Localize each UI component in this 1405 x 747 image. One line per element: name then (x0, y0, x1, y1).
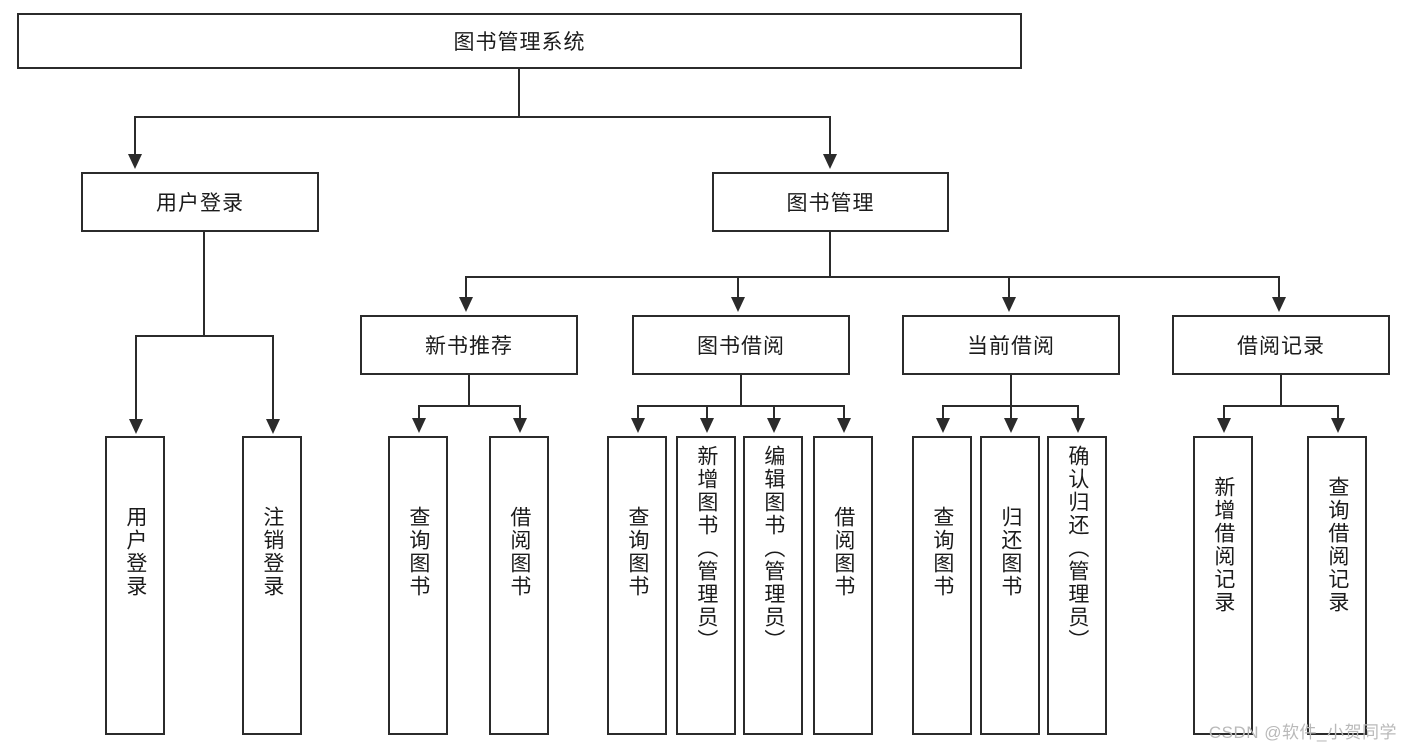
arrow-bb-leaf4 (837, 418, 851, 433)
leaf-label: 借阅图书 (507, 506, 531, 598)
connector-to-user-login (134, 116, 136, 156)
node-label: 当前借阅 (967, 335, 1055, 358)
connector-br-bus (1223, 405, 1338, 407)
connector-to-current-borrow (1008, 276, 1010, 298)
connector-user-login-leaf2 (272, 335, 274, 420)
leaf-user-login-2[interactable]: 注销登录 (242, 436, 302, 735)
arrow-to-borrow-record (1272, 297, 1286, 312)
node-label: 图书管理 (786, 192, 875, 215)
connector-user-login-bus (135, 335, 273, 337)
connector-to-new-book-recommend (465, 276, 467, 298)
leaf-borrow-record-1[interactable]: 新增借阅记录 (1193, 436, 1253, 735)
connector-bb-leaf3 (773, 405, 775, 419)
node-label: 新书推荐 (425, 335, 513, 358)
connector-nbr-stem (468, 375, 470, 406)
connector-book-manage-stem (829, 232, 831, 277)
leaf-label: 查询图书 (406, 506, 430, 598)
leaf-current-borrow-2[interactable]: 归还图书 (980, 436, 1040, 735)
arrow-cb-leaf1 (936, 418, 950, 433)
leaf-current-borrow-3[interactable]: 确认归还（管理员） (1047, 436, 1107, 735)
connector-bb-bus (637, 405, 845, 407)
arrow-to-user-login (128, 154, 142, 169)
node-label: 借阅记录 (1237, 335, 1325, 358)
arrow-to-new-book-recommend (459, 297, 473, 312)
connector-nbr-bus (418, 405, 520, 407)
leaf-current-borrow-1[interactable]: 查询图书 (912, 436, 972, 735)
leaf-label: 归还图书 (998, 506, 1022, 598)
connector-br-stem (1280, 375, 1282, 406)
arrow-to-book-borrow (731, 297, 745, 312)
connector-user-login-leaf1 (135, 335, 137, 420)
connector-level3-bus (465, 276, 1280, 278)
arrow-to-book-manage (823, 154, 837, 169)
node-borrow-record[interactable]: 借阅记录 (1172, 315, 1390, 375)
arrow-cb-leaf2 (1004, 418, 1018, 433)
leaf-book-borrow-1[interactable]: 查询图书 (607, 436, 667, 735)
node-label: 图书管理系统 (453, 31, 586, 54)
leaf-label: 注销登录 (260, 506, 284, 598)
leaf-borrow-record-2[interactable]: 查询借阅记录 (1307, 436, 1367, 735)
connector-to-book-manage (829, 116, 831, 156)
connector-cb-stem (1010, 375, 1012, 406)
connector-bb-stem (740, 375, 742, 406)
connector-nbr-leaf2 (519, 405, 521, 419)
arrow-br-leaf1 (1217, 418, 1231, 433)
leaf-label: 确认归还（管理员） (1065, 445, 1089, 652)
connector-cb-leaf2 (1010, 405, 1012, 419)
node-root-book-management-system[interactable]: 图书管理系统 (17, 13, 1022, 69)
leaf-label: 查询借阅记录 (1325, 476, 1349, 614)
connector-user-login-stem (203, 232, 205, 336)
arrow-cb-leaf3 (1071, 418, 1085, 433)
arrow-bb-leaf2 (700, 418, 714, 433)
connector-nbr-leaf1 (418, 405, 420, 419)
connector-bb-leaf1 (637, 405, 639, 419)
connector-br-leaf2 (1337, 405, 1339, 419)
leaf-book-borrow-3[interactable]: 编辑图书（管理员） (743, 436, 803, 735)
arrow-bb-leaf3 (767, 418, 781, 433)
arrow-user-login-leaf1 (129, 419, 143, 434)
connector-bb-leaf4 (843, 405, 845, 419)
connector-root-stem (518, 69, 520, 117)
leaf-user-login-1[interactable]: 用户登录 (105, 436, 165, 735)
leaf-label: 查询图书 (625, 506, 649, 598)
leaf-new-book-recommend-1[interactable]: 查询图书 (388, 436, 448, 735)
node-current-borrow[interactable]: 当前借阅 (902, 315, 1120, 375)
arrow-user-login-leaf2 (266, 419, 280, 434)
connector-level2-bus (134, 116, 830, 118)
leaf-label: 编辑图书（管理员） (761, 445, 785, 652)
arrow-nbr-leaf2 (513, 418, 527, 433)
arrow-to-current-borrow (1002, 297, 1016, 312)
leaf-book-borrow-4[interactable]: 借阅图书 (813, 436, 873, 735)
arrow-bb-leaf1 (631, 418, 645, 433)
leaf-book-borrow-2[interactable]: 新增图书（管理员） (676, 436, 736, 735)
leaf-new-book-recommend-2[interactable]: 借阅图书 (489, 436, 549, 735)
node-book-borrow[interactable]: 图书借阅 (632, 315, 850, 375)
leaf-label: 查询图书 (930, 506, 954, 598)
leaf-label: 借阅图书 (831, 506, 855, 598)
leaf-label: 新增借阅记录 (1211, 476, 1235, 614)
connector-bb-leaf2 (706, 405, 708, 419)
csdn-watermark: CSDN @软件_小贺同学 (1208, 723, 1397, 742)
connector-to-book-borrow (737, 276, 739, 298)
node-label: 用户登录 (156, 192, 244, 215)
node-label: 图书借阅 (697, 335, 785, 358)
connector-to-borrow-record (1278, 276, 1280, 298)
connector-cb-leaf1 (942, 405, 944, 419)
arrow-nbr-leaf1 (412, 418, 426, 433)
leaf-label: 新增图书（管理员） (694, 445, 718, 652)
node-book-manage[interactable]: 图书管理 (712, 172, 949, 232)
leaf-label: 用户登录 (123, 506, 147, 598)
connector-cb-leaf3 (1077, 405, 1079, 419)
connector-br-leaf1 (1223, 405, 1225, 419)
node-user-login[interactable]: 用户登录 (81, 172, 319, 232)
node-new-book-recommend[interactable]: 新书推荐 (360, 315, 578, 375)
arrow-br-leaf2 (1331, 418, 1345, 433)
